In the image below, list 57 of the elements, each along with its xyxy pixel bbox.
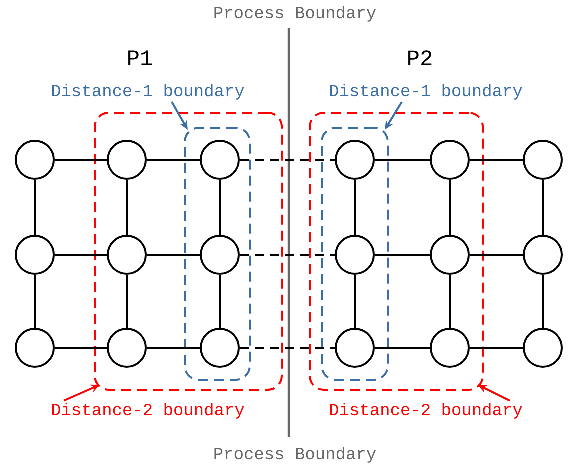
vertex-circle	[523, 328, 563, 368]
graph-edge	[126, 180, 128, 235]
process-label: P2	[408, 50, 432, 66]
vertex-circle	[200, 235, 240, 275]
vertex-circle	[200, 328, 240, 368]
vertex-circle	[107, 328, 147, 368]
graph-edge	[34, 275, 36, 328]
graph-edge	[449, 180, 451, 235]
vertex-circle	[430, 140, 470, 180]
boundary-label: Distance-1 boundary	[52, 84, 244, 100]
vertex-circle	[523, 235, 563, 275]
vertex-circle	[15, 328, 55, 368]
graph-edge	[542, 275, 544, 328]
graph-edge	[147, 159, 200, 161]
vertex-circle	[335, 328, 375, 368]
vertex-circle	[107, 235, 147, 275]
graph-edge	[34, 180, 36, 235]
boundary-label: Distance-2 boundary	[330, 403, 522, 419]
graph-edge	[354, 180, 356, 235]
boundary-box	[309, 112, 484, 391]
boundary-label: Distance-2 boundary	[52, 403, 244, 419]
graph-edge	[219, 275, 221, 328]
vertex-circle	[15, 140, 55, 180]
vertex-circle	[430, 328, 470, 368]
process-boundary-label: Process Boundary	[214, 6, 376, 22]
graph-edge	[219, 180, 221, 235]
graph-edge	[240, 159, 335, 161]
graph-edge	[470, 347, 523, 349]
vertex-circle	[335, 140, 375, 180]
vertex-circle	[15, 235, 55, 275]
vertex-circle	[523, 140, 563, 180]
graph-edge	[147, 254, 200, 256]
boundary-box	[321, 127, 389, 381]
vertex-circle	[200, 140, 240, 180]
boundary-label: Distance-1 boundary	[330, 84, 522, 100]
process-boundary-label: Process Boundary	[214, 447, 376, 463]
graph-edge	[354, 275, 356, 328]
vertex-circle	[335, 235, 375, 275]
vertex-circle	[107, 140, 147, 180]
graph-edge	[55, 347, 107, 349]
graph-edge	[375, 254, 430, 256]
graph-edge	[55, 159, 107, 161]
graph-edge	[470, 254, 523, 256]
graph-edge	[55, 254, 107, 256]
boundary-box	[184, 127, 251, 381]
boundary-box	[94, 112, 283, 391]
vertex-circle	[430, 235, 470, 275]
graph-edge	[449, 275, 451, 328]
graph-edge	[470, 159, 523, 161]
graph-edge	[375, 159, 430, 161]
graph-edge	[147, 347, 200, 349]
graph-edge	[126, 275, 128, 328]
process-label: P1	[128, 50, 152, 66]
graph-edge	[542, 180, 544, 235]
graph-edge	[240, 254, 335, 256]
graph-edge	[240, 347, 335, 349]
graph-edge	[375, 347, 430, 349]
